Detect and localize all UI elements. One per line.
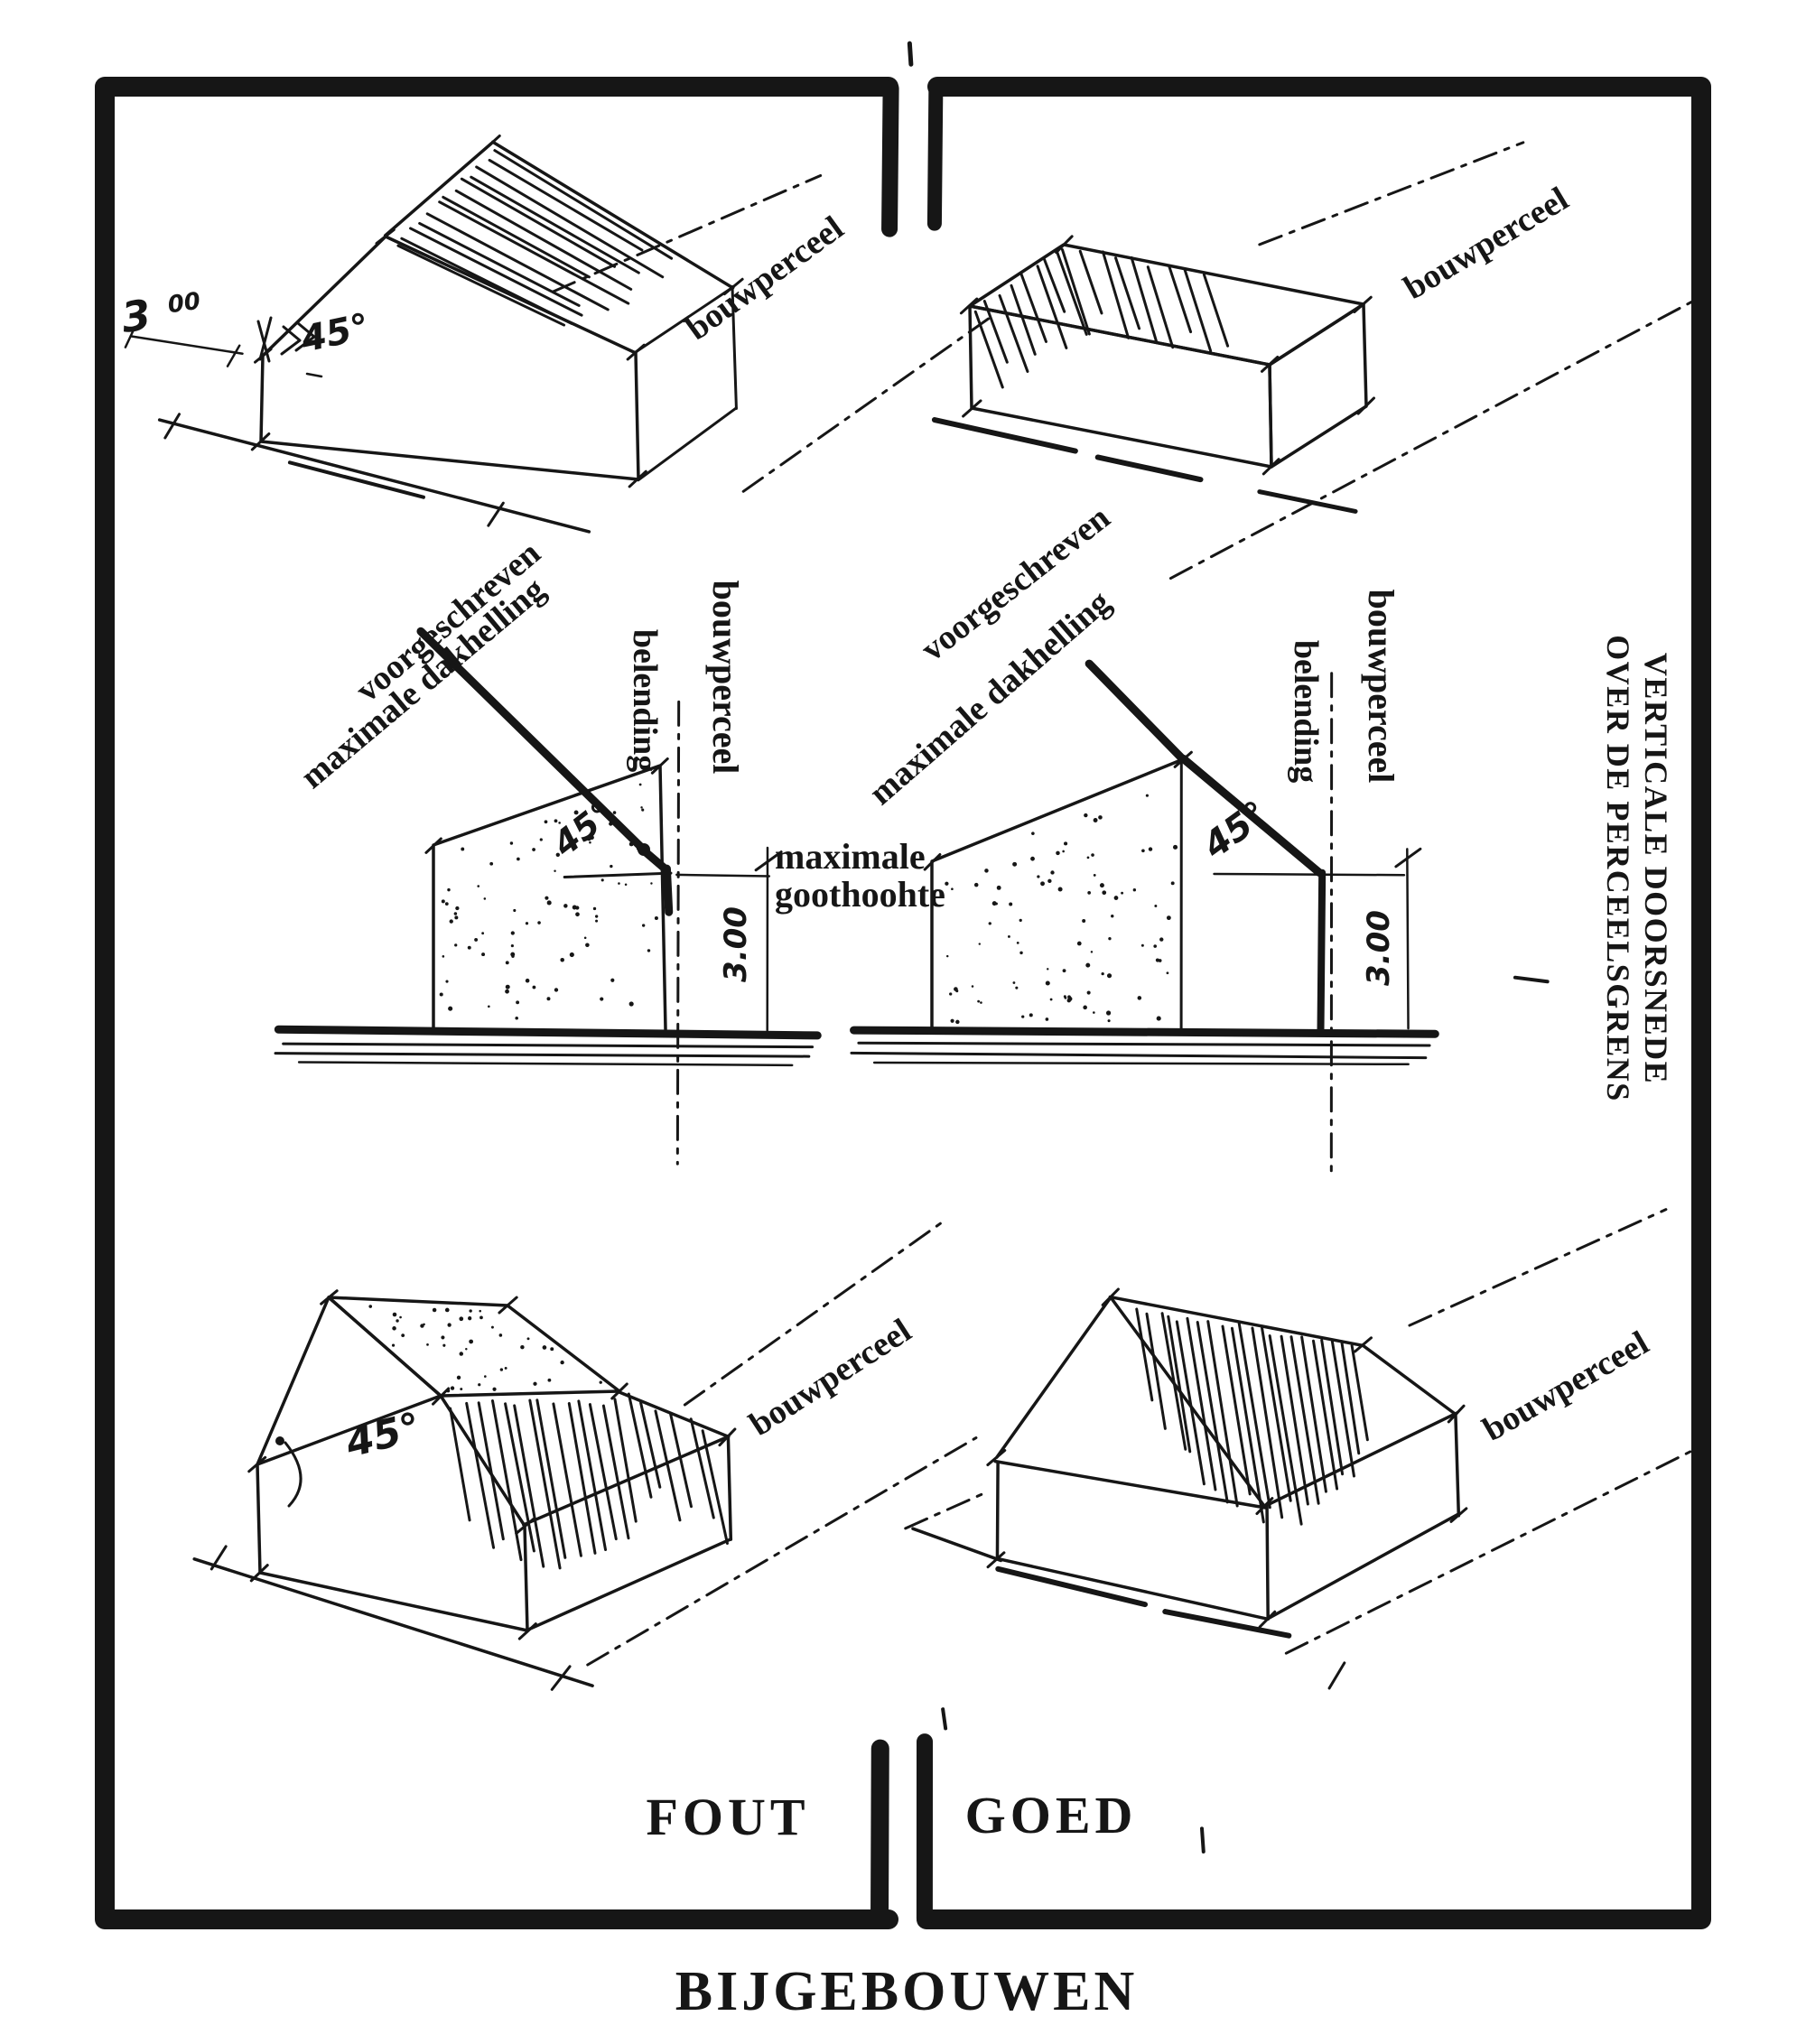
- label-voorgeschreven-right: voorgeschreven: [914, 498, 1117, 669]
- angle-annotation-top-left-house: 45°: [297, 306, 374, 361]
- sketch-gable-house-goed: [904, 1208, 1704, 1690]
- label-bouwperceel-bottom-right: bouwperceel: [1476, 1324, 1655, 1448]
- label-maximale-dakhelling-left: maximale dakhelling: [293, 571, 553, 796]
- label-belending-right: belending: [1287, 640, 1325, 783]
- verdict-fout: FOUT: [646, 1788, 809, 1846]
- dimension-3m-top-left-sup: 00: [166, 288, 202, 320]
- cross-section-goed: [850, 659, 1439, 1176]
- drawing-title: BIJGEBOUWEN: [675, 1961, 1139, 2022]
- label-max-goothoogte-line2: goothoohte: [775, 874, 945, 915]
- caption-vertical-section-line1: VERTICALE DOORSNEDE: [1638, 653, 1674, 1084]
- sketch-flat-roof-box: [931, 141, 1699, 581]
- label-bouwperceel-section-right: bouwperceel: [1361, 590, 1401, 784]
- cross-section-fout: [274, 627, 822, 1166]
- label-bouwperceel-section-left: bouwperceel: [705, 581, 746, 775]
- sketch-gable-house-45deg: [124, 134, 991, 534]
- dimension-3m-top-left-base: 3: [118, 290, 154, 342]
- label-bouwperceel-top-right: bouwperceel: [1398, 180, 1576, 307]
- dimension-3m-left-section: 3.00: [718, 906, 754, 982]
- angle-annotation-bottom-left-house: 45°: [340, 1404, 425, 1467]
- label-bouwperceel-bottom-left: bouwperceel: [742, 1312, 917, 1444]
- angle-annotation-section-right: 45°: [1195, 794, 1275, 868]
- verdict-goed: GOED: [965, 1786, 1138, 1844]
- dimension-3m-right-section: 3.00: [1361, 910, 1397, 986]
- text-layer: bouwperceel bouwperceel bouwperceel bouw…: [118, 180, 1674, 2022]
- label-belending-left: belending: [626, 629, 664, 772]
- caption-vertical-section-line2: OVER DE PERCEELSGRENS: [1600, 635, 1636, 1102]
- sketch-mansard-house-fout: [192, 1217, 978, 1691]
- frame-border: [95, 41, 1711, 1929]
- label-max-goothoogte-line1: maximale: [775, 836, 926, 877]
- label-bouwperceel-top-left: bouwperceel: [679, 209, 851, 348]
